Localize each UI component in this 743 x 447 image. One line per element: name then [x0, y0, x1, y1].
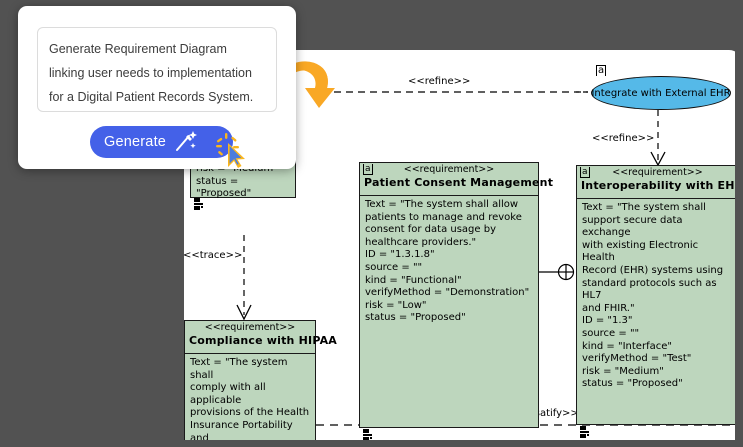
- generate-dialog: Generate Requirement Diagram linking use…: [18, 6, 296, 169]
- requirement-body: Text = "The system shall comply with all…: [190, 357, 310, 442]
- requirement-node-patient-consent-management[interactable]: a <<requirement>> Patient Consent Manage…: [359, 162, 554, 441]
- generate-button-label: Generate: [104, 134, 167, 150]
- document-icon: [580, 426, 589, 438]
- requirement-tag: a: [580, 167, 590, 178]
- requirement-body: Text = "The system shall support secure …: [582, 202, 724, 390]
- requirement-header: a <<requirement>> Interoperability with …: [577, 166, 743, 199]
- generate-button[interactable]: Generate: [90, 126, 233, 158]
- usecase-node-integrate-with-external-ehr[interactable]: a Integrate with External EHR: [591, 65, 731, 110]
- usecase-label: Integrate with External EHR: [591, 87, 731, 99]
- usecase-tag: a: [596, 65, 607, 76]
- edge-label-satify: <<satify>>: [518, 408, 579, 419]
- requirement-stereotype: <<requirement>>: [403, 164, 495, 175]
- sparkle-icon: [216, 133, 239, 156]
- requirement-title: Compliance with HIPAA: [189, 334, 338, 347]
- requirement-header: a <<requirement>> Compliance with HIPAA: [185, 321, 338, 354]
- edge-label-refine-top: <<refine>>: [408, 76, 471, 87]
- requirement-tag: a: [363, 164, 373, 175]
- requirement-title: Patient Consent Management: [364, 176, 554, 189]
- requirement-stereotype: <<requirement>>: [204, 322, 296, 333]
- backdrop-right: [735, 50, 743, 447]
- requirement-body: Text = "The system shall allow patients …: [365, 199, 530, 324]
- document-icon: [194, 198, 203, 210]
- mouse-pointer-icon: [216, 133, 245, 168]
- backdrop-bottom: [0, 440, 743, 447]
- document-icon: [363, 429, 372, 441]
- edge-label-refine-right: <<refine>>: [592, 133, 655, 144]
- prompt-input[interactable]: Generate Requirement Diagram linking use…: [37, 27, 277, 112]
- edge-label-trace: <<trace>>: [183, 250, 243, 261]
- magic-wand-icon: [176, 131, 198, 151]
- requirement-header: a <<requirement>> Patient Consent Manage…: [360, 163, 554, 196]
- requirement-node-compliance-with-hipaa[interactable]: a <<requirement>> Compliance with HIPAA …: [184, 320, 338, 442]
- requirement-title: Interoperability with EHRs: [581, 179, 743, 192]
- requirement-stereotype: <<requirement>>: [612, 167, 703, 178]
- requirement-node-interoperability-with-ehrs[interactable]: a <<requirement>> Interoperability with …: [576, 165, 743, 438]
